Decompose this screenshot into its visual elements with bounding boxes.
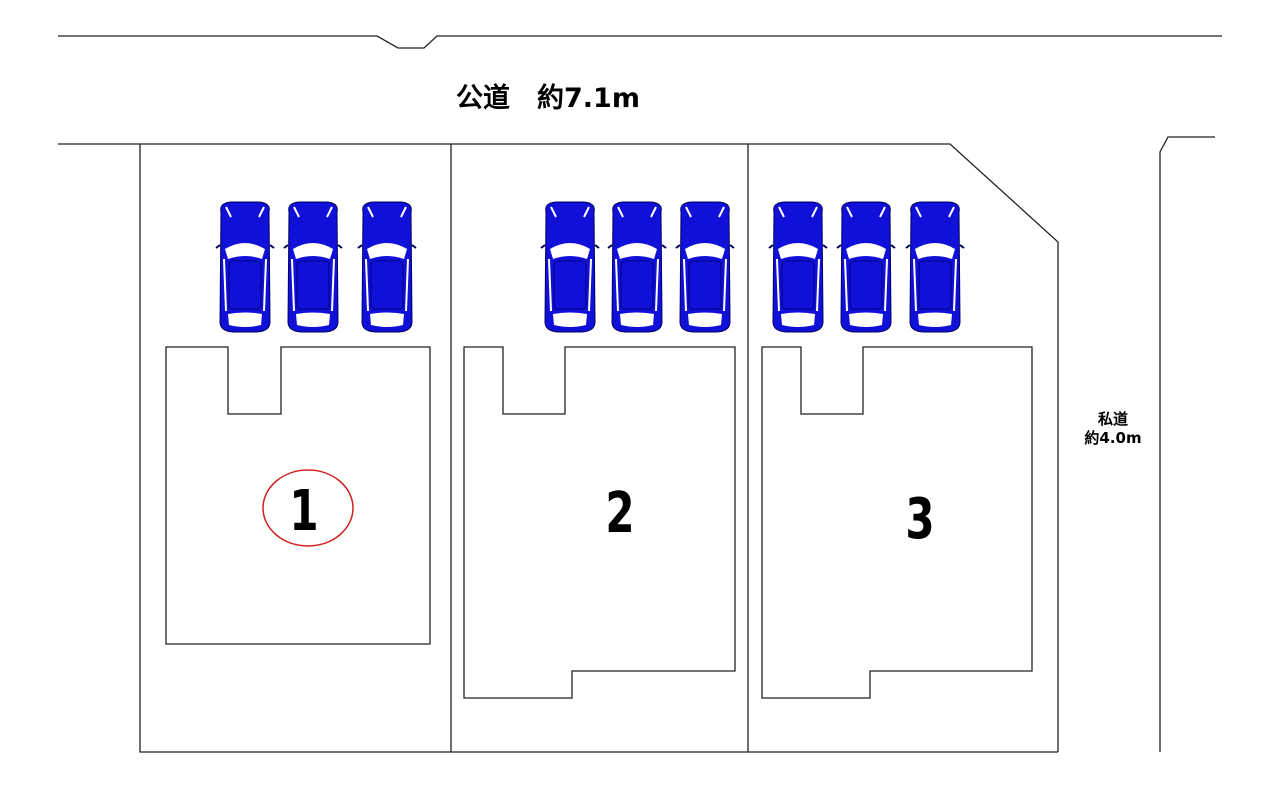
car-icon: [836, 201, 896, 333]
car-icon: [283, 201, 343, 333]
building-footprint-lot-3: [761, 346, 1033, 699]
lot-number-2: 2: [605, 480, 634, 546]
lot-number-3: 3: [905, 486, 934, 552]
private-road-far-edge: [1159, 136, 1215, 752]
car-icon: [768, 201, 828, 333]
car-icon: [357, 201, 417, 333]
public-road-label: 公道 約7.1m: [456, 82, 640, 114]
public-road-far-edge: [58, 35, 1222, 49]
building-footprint-lot-2: [463, 346, 736, 699]
private-road-width: 約4.0m: [1084, 429, 1141, 447]
lot-number-1: 1: [289, 478, 318, 544]
car-icon: [675, 201, 735, 333]
lot-boundaries: [139, 144, 1058, 753]
car-icon: [905, 201, 965, 333]
car-icon: [607, 201, 667, 333]
highlight-circle: [262, 469, 354, 547]
car-icon: [215, 201, 275, 333]
public-road-near-edge: [58, 143, 1059, 752]
car-icon: [540, 201, 600, 333]
building-footprint-lot-1: [165, 346, 431, 645]
private-road-label: 私道: [1097, 410, 1128, 428]
